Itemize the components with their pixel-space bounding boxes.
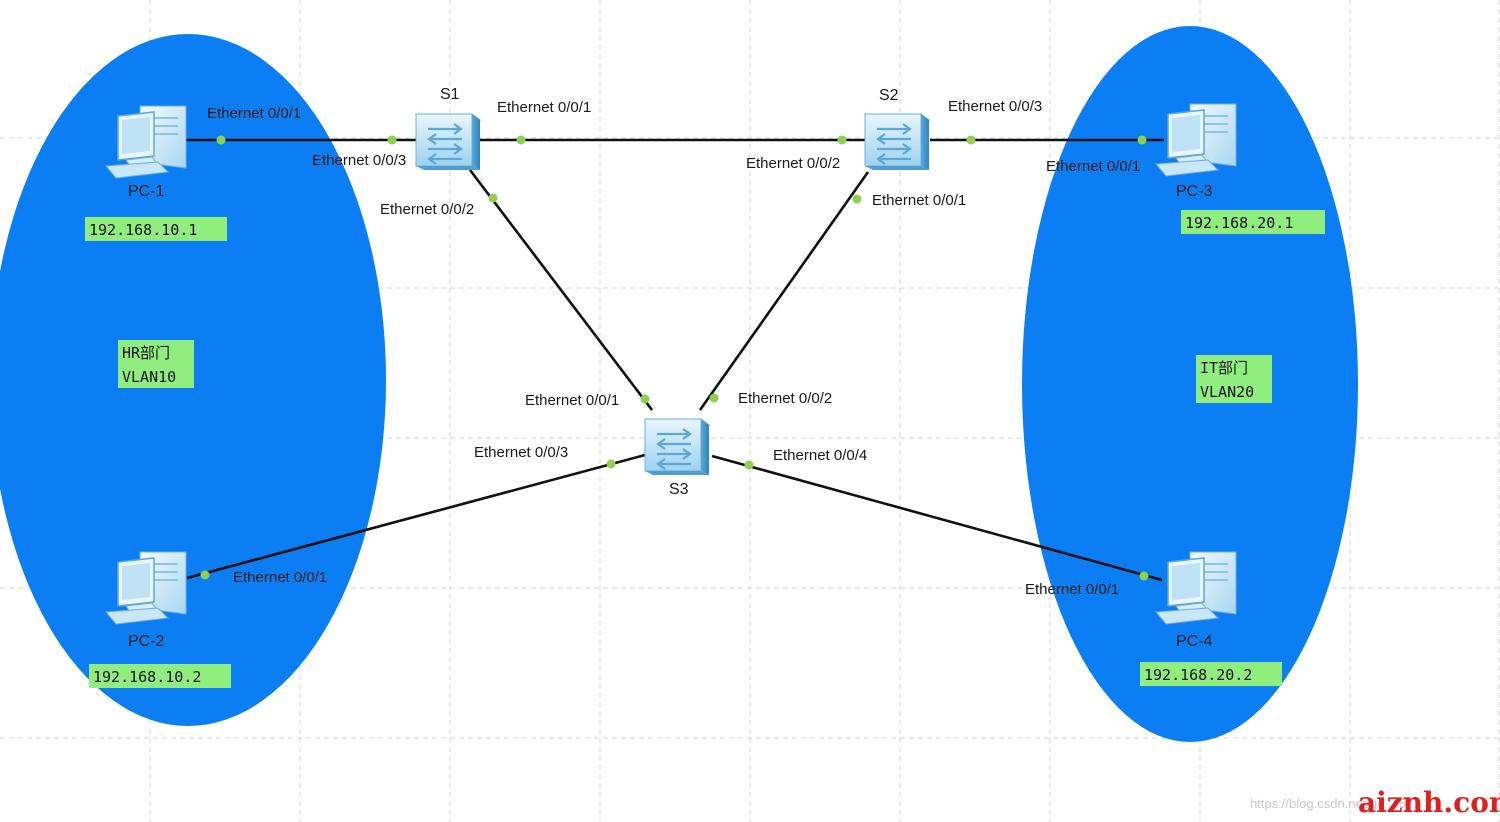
ip-tag-pc3: 192.168.20.1	[1181, 210, 1325, 234]
switch-s2-icon[interactable]	[863, 112, 931, 172]
port-label: Ethernet 0/0/1	[497, 99, 591, 116]
ip-tag-text: 192.168.10.2	[93, 668, 201, 686]
port-dot	[837, 135, 847, 145]
ip-tag-text: 192.168.20.1	[1185, 214, 1293, 232]
port-label: Ethernet 0/0/2	[746, 155, 840, 172]
pc1-label: PC-1	[128, 183, 165, 200]
port-dot	[966, 135, 976, 145]
pc3-label: PC-3	[1176, 183, 1213, 200]
ip-tag-pc2: 192.168.10.2	[89, 664, 231, 688]
port-dot	[200, 570, 210, 580]
vlan10-tag: HR部门 VLAN10	[118, 340, 194, 388]
port-dot	[744, 460, 754, 470]
port-label: Ethernet 0/0/3	[312, 152, 406, 169]
link-s3-pc4	[711, 454, 1163, 582]
port-dot	[640, 394, 650, 404]
port-label: Ethernet 0/0/1	[1046, 158, 1140, 175]
port-dots	[200, 135, 1149, 581]
port-dot	[852, 194, 862, 204]
switch-s1-icon[interactable]	[414, 112, 482, 172]
switch-s2-label: S2	[879, 87, 899, 104]
port-label: Ethernet 0/0/2	[738, 390, 832, 407]
port-dot	[516, 135, 526, 145]
watermark-logo: aiznh.com	[1358, 786, 1500, 819]
switch-s3-icon[interactable]	[643, 417, 711, 477]
dept-label: IT部门	[1200, 359, 1248, 377]
ip-tag-pc1: 192.168.10.1	[85, 217, 227, 241]
port-dot	[606, 459, 616, 469]
link-s1-s3	[468, 169, 654, 411]
pc4-label: PC-4	[1176, 633, 1213, 650]
port-label: Ethernet 0/0/3	[474, 444, 568, 461]
port-label: Ethernet 0/0/2	[380, 201, 474, 218]
port-label: Ethernet 0/0/4	[773, 447, 867, 464]
vlan20-tag: IT部门 VLAN20	[1196, 355, 1272, 403]
vlan-label: VLAN10	[122, 368, 176, 386]
link-s3-pc2	[186, 453, 646, 580]
pc2-label: PC-2	[128, 633, 165, 650]
ip-tag-text: 192.168.10.1	[89, 221, 197, 239]
port-label: Ethernet 0/0/1	[872, 192, 966, 209]
port-dot	[709, 393, 719, 403]
port-dot	[1139, 571, 1149, 581]
port-dot	[387, 135, 397, 145]
port-dot	[216, 135, 226, 145]
port-dot	[488, 193, 498, 203]
port-label: Ethernet 0/0/3	[948, 98, 1042, 115]
vlan20-area	[1022, 26, 1358, 742]
port-label: Ethernet 0/0/1	[207, 105, 301, 122]
ip-tag-pc4: 192.168.20.2	[1140, 662, 1282, 686]
dept-label: HR部门	[122, 344, 170, 362]
port-dot	[1137, 135, 1147, 145]
port-label: Ethernet 0/0/1	[233, 569, 327, 586]
switch-s3-label: S3	[669, 481, 689, 498]
vlan-label: VLAN20	[1200, 383, 1254, 401]
link-s2-s3	[698, 171, 870, 411]
ip-tag-text: 192.168.20.2	[1144, 666, 1252, 684]
port-label: Ethernet 0/0/1	[1025, 581, 1119, 598]
switch-s1-label: S1	[440, 86, 460, 103]
watermark-url: https://blog.csdn.net/qq_45...	[1250, 796, 1417, 811]
port-label: Ethernet 0/0/1	[525, 392, 619, 409]
